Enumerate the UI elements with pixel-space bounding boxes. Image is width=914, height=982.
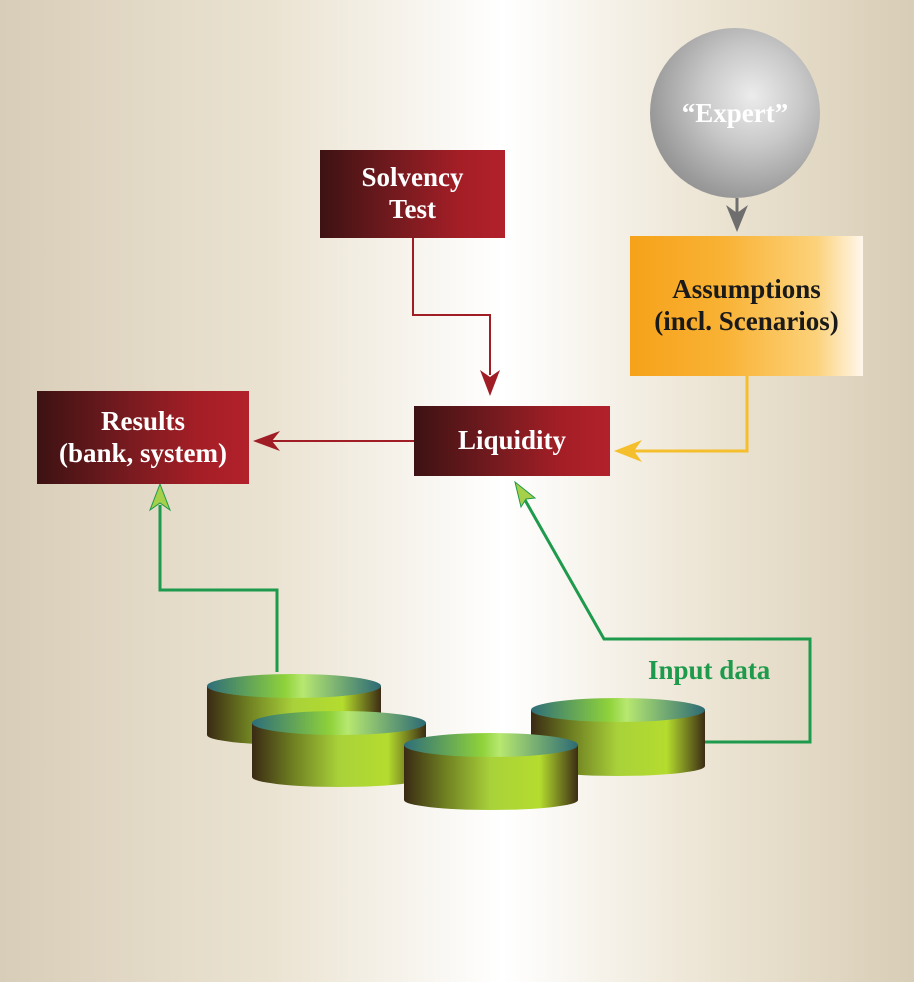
assumptions-node: Assumptions (incl. Scenarios) xyxy=(630,236,863,376)
assumptions-label-line-1: Assumptions xyxy=(672,274,821,305)
database-cylinder xyxy=(252,711,426,787)
input-data-label: Input data xyxy=(648,655,771,685)
solvency-label-line-2: Test xyxy=(388,194,436,224)
results-label-line-2: (bank, system) xyxy=(58,437,227,468)
solvency-to-liquidity-arrow xyxy=(412,238,500,396)
results-node: Results (bank, system) xyxy=(37,391,249,484)
assumptions-to-liquidity-arrow xyxy=(614,376,749,462)
solvency-test-node: Solvency Test xyxy=(320,150,505,238)
liquidity-node: Liquidity xyxy=(414,406,610,476)
liquidity-to-results-arrow xyxy=(253,431,414,451)
assumptions-label-line-2: (incl. Scenarios) xyxy=(654,306,839,336)
database-cylinder xyxy=(404,733,578,810)
results-label-line-1: Results xyxy=(100,405,185,436)
expert-label: “Expert” xyxy=(681,97,789,128)
expert-node: “Expert” xyxy=(650,28,820,198)
input-to-liquidity-arrow xyxy=(514,480,812,744)
data-to-results-arrow xyxy=(148,482,279,672)
liquidity-label: Liquidity xyxy=(457,425,567,456)
solvency-label-line-1: Solvency xyxy=(361,162,464,193)
expert-to-assumptions-arrow xyxy=(726,198,748,232)
